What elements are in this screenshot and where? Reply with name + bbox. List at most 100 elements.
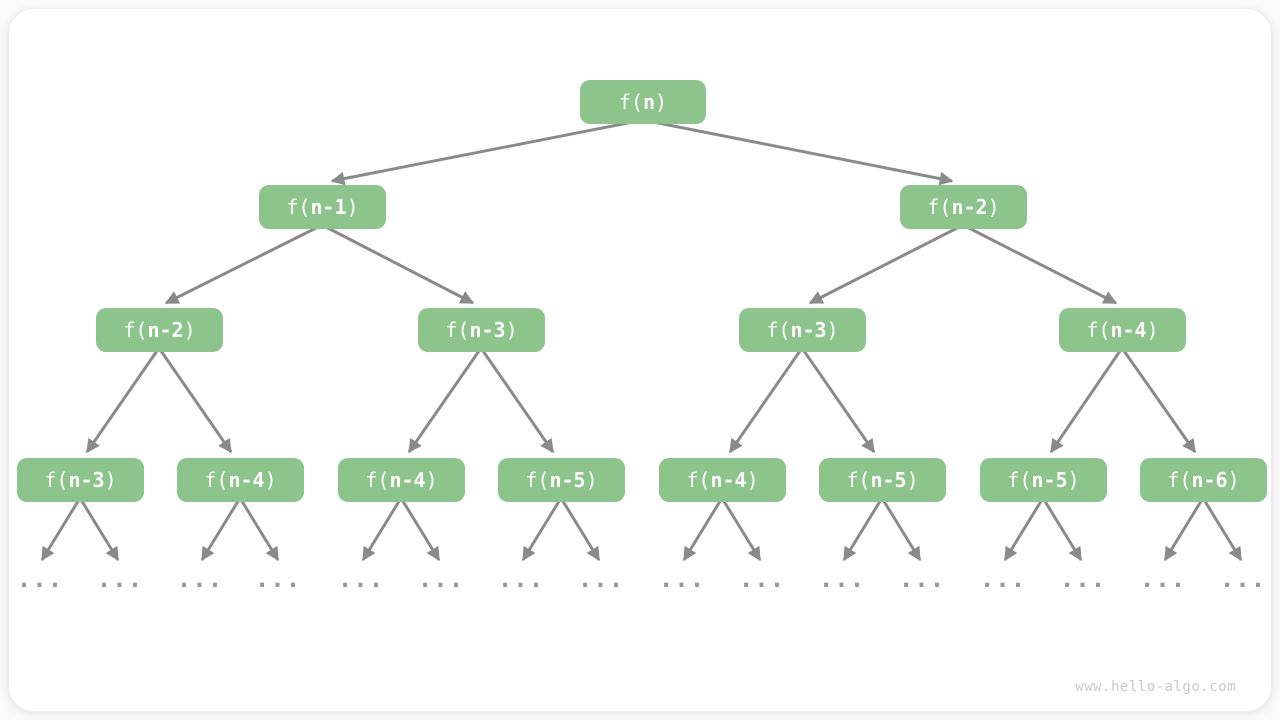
edge	[407, 347, 483, 454]
edge	[1049, 347, 1124, 454]
canvas	[8, 8, 1272, 712]
tree-node: f(n-2)	[96, 308, 223, 352]
ellipsis-leaf: ...	[818, 565, 866, 593]
node-label-prefix: f(	[1086, 318, 1111, 342]
edge	[399, 497, 441, 562]
watermark: www.hello-algo.com	[1075, 679, 1236, 695]
tree-node: f(n-1)	[259, 185, 386, 229]
node-label-suffix: )	[1067, 468, 1080, 492]
node-label-arg: n-1	[310, 195, 347, 219]
edge	[85, 347, 161, 454]
edge	[238, 497, 280, 562]
node-label-prefix: f(	[286, 195, 311, 219]
node-label-arg: n-3	[68, 468, 105, 492]
edge	[682, 497, 724, 562]
node-label-suffix: )	[906, 468, 919, 492]
node-label-arg: n-2	[951, 195, 988, 219]
node-label-arg: n-5	[1031, 468, 1068, 492]
node-label-prefix: f(	[365, 468, 390, 492]
ellipsis-leaf: ...	[738, 565, 786, 593]
node-label-suffix: )	[746, 468, 759, 492]
node-label-arg: n	[643, 90, 656, 114]
tree-node: f(n-4)	[338, 458, 465, 502]
edge	[880, 497, 922, 562]
edge	[1041, 497, 1083, 562]
edge	[200, 497, 242, 562]
ellipsis-leaf: ...	[337, 565, 385, 593]
node-label-suffix: )	[585, 468, 598, 492]
node-label-suffix: )	[1146, 318, 1159, 342]
node-label-suffix: )	[505, 318, 518, 342]
node-label-suffix: )	[104, 468, 117, 492]
node-label-suffix: )	[987, 195, 1000, 219]
edge	[361, 497, 403, 562]
ellipsis-leaf: ...	[979, 565, 1027, 593]
ellipsis-leaf: ...	[96, 565, 144, 593]
edge	[479, 347, 555, 454]
node-label-arg: n-4	[389, 468, 426, 492]
node-label-prefix: f(	[445, 318, 470, 342]
node-label-prefix: f(	[204, 468, 229, 492]
tree-node: f(n-3)	[418, 308, 545, 352]
tree-node: f(n-4)	[1059, 308, 1186, 352]
tree-node: f(n-3)	[739, 308, 866, 352]
node-label-prefix: f(	[123, 318, 148, 342]
edge	[1163, 497, 1205, 562]
edge	[1201, 497, 1243, 562]
tree-node: f(n-6)	[1140, 458, 1267, 502]
node-label-prefix: f(	[686, 468, 711, 492]
edge	[842, 497, 884, 562]
node-label-suffix: )	[425, 468, 438, 492]
node-label-arg: n-6	[1191, 468, 1228, 492]
edge	[962, 223, 1118, 305]
ellipsis-leaf: ...	[176, 565, 224, 593]
node-label-suffix: )	[346, 195, 359, 219]
node-label-prefix: f(	[618, 90, 643, 114]
node-label-prefix: f(	[525, 468, 550, 492]
node-label-prefix: f(	[766, 318, 791, 342]
edge	[521, 497, 563, 562]
ellipsis-leaf: ...	[1059, 565, 1107, 593]
tree-node: f(n-4)	[177, 458, 304, 502]
tree-node: f(n-3)	[17, 458, 144, 502]
edge	[720, 497, 762, 562]
tree-node-root: f(n)	[580, 80, 706, 124]
ellipsis-leaf: ...	[1139, 565, 1187, 593]
edge	[40, 497, 82, 562]
node-label-arg: n-3	[469, 318, 506, 342]
node-label-suffix: )	[1227, 468, 1240, 492]
tree-node: f(n-2)	[900, 185, 1027, 229]
node-label-prefix: f(	[1007, 468, 1032, 492]
ellipsis-leaf: ...	[497, 565, 545, 593]
node-label-arg: n-4	[710, 468, 747, 492]
edge	[157, 347, 233, 454]
ellipsis-leaf: ...	[254, 565, 302, 593]
node-label-prefix: f(	[1167, 468, 1192, 492]
node-label-prefix: f(	[927, 195, 952, 219]
ellipsis-leaf: ...	[16, 565, 64, 593]
edge	[1003, 497, 1045, 562]
node-label-arg: n-5	[870, 468, 907, 492]
node-label-prefix: f(	[846, 468, 871, 492]
node-label-arg: n-2	[147, 318, 184, 342]
ellipsis-leaf: ...	[417, 565, 465, 593]
edge	[164, 223, 323, 305]
node-label-arg: n-4	[228, 468, 265, 492]
tree-node: f(n-5)	[819, 458, 946, 502]
edge	[559, 497, 601, 562]
node-label-arg: n-3	[790, 318, 827, 342]
edge	[321, 223, 475, 305]
ellipsis-leaf: ...	[658, 565, 706, 593]
edge	[728, 347, 804, 454]
ellipsis-leaf: ...	[577, 565, 625, 593]
node-label-prefix: f(	[44, 468, 69, 492]
edge	[330, 118, 644, 186]
node-label-suffix: )	[264, 468, 277, 492]
node-label-suffix: )	[183, 318, 196, 342]
edge	[808, 223, 964, 305]
node-label-suffix: )	[826, 318, 839, 342]
node-label-suffix: )	[655, 90, 668, 114]
edge	[642, 118, 954, 186]
edge	[800, 347, 876, 454]
